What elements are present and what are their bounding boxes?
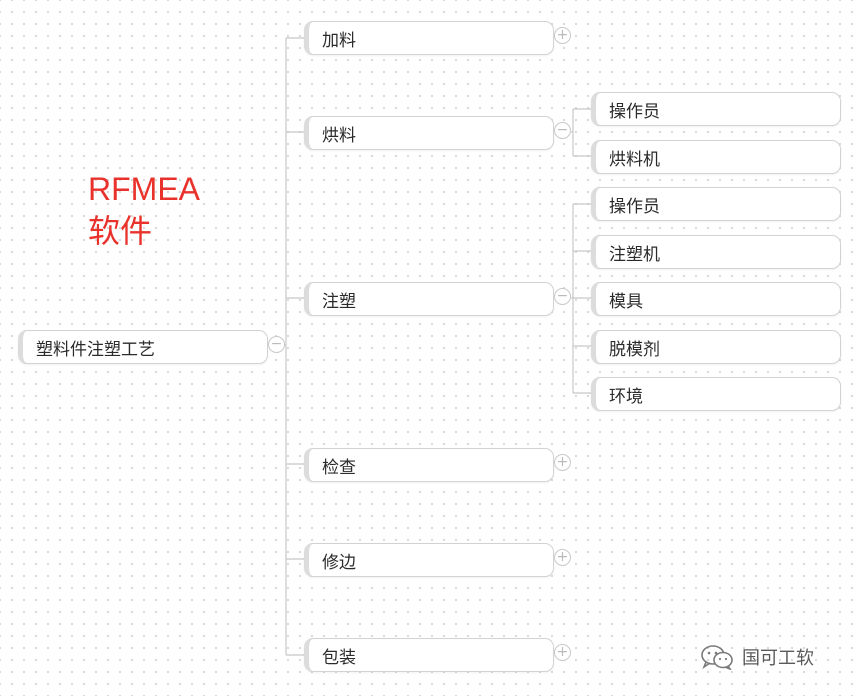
- leaf-node-release-agent[interactable]: 脱模剂: [591, 330, 841, 364]
- overlay-title-line2: 软件: [88, 213, 153, 249]
- watermark-text: 国可工软: [742, 648, 814, 669]
- expand-toggle-inspection[interactable]: +: [554, 454, 571, 471]
- expand-toggle-packaging[interactable]: +: [554, 644, 571, 661]
- overlay-title: RFMEA 软件: [88, 168, 200, 252]
- branch-node-molding[interactable]: 注塑: [304, 282, 554, 316]
- branch-node-trimming[interactable]: 修边: [304, 543, 554, 577]
- leaf-label: 烘料机: [609, 149, 660, 170]
- watermark: 国可工软: [700, 644, 814, 670]
- branch-node-feeding[interactable]: 加料: [304, 21, 554, 55]
- overlay-title-line1: RFMEA: [88, 171, 200, 207]
- collapse-toggle-molding[interactable]: −: [554, 288, 571, 305]
- branch-label: 加料: [322, 30, 356, 51]
- branch-node-inspection[interactable]: 检查: [304, 448, 554, 482]
- leaf-label: 环境: [609, 386, 643, 407]
- leaf-label: 注塑机: [609, 244, 660, 265]
- branch-label: 烘料: [322, 125, 356, 146]
- leaf-node-drying-operator[interactable]: 操作员: [591, 92, 841, 126]
- leaf-node-dryer-machine[interactable]: 烘料机: [591, 140, 841, 174]
- wechat-icon: [701, 645, 733, 670]
- leaf-node-environment[interactable]: 环境: [591, 377, 841, 411]
- leaf-label: 脱模剂: [609, 339, 660, 360]
- expand-toggle-trimming[interactable]: +: [554, 549, 571, 566]
- branch-label: 包装: [322, 647, 356, 668]
- collapse-toggle-drying[interactable]: −: [554, 122, 571, 139]
- branch-node-packaging[interactable]: 包装: [304, 638, 554, 672]
- branch-label: 检查: [322, 457, 356, 478]
- leaf-label: 操作员: [609, 101, 660, 122]
- branch-node-drying[interactable]: 烘料: [304, 116, 554, 150]
- leaf-label: 模具: [609, 291, 643, 312]
- leaf-node-molding-operator[interactable]: 操作员: [591, 187, 841, 221]
- root-node[interactable]: 塑料件注塑工艺: [18, 330, 268, 364]
- branch-label: 注塑: [322, 291, 356, 312]
- root-collapse-toggle[interactable]: −: [268, 336, 285, 353]
- expand-toggle-feeding[interactable]: +: [554, 27, 571, 44]
- leaf-node-mold[interactable]: 模具: [591, 282, 841, 316]
- leaf-label: 操作员: [609, 196, 660, 217]
- root-node-label: 塑料件注塑工艺: [36, 339, 155, 360]
- branch-label: 修边: [322, 552, 356, 573]
- leaf-node-injection-machine[interactable]: 注塑机: [591, 235, 841, 269]
